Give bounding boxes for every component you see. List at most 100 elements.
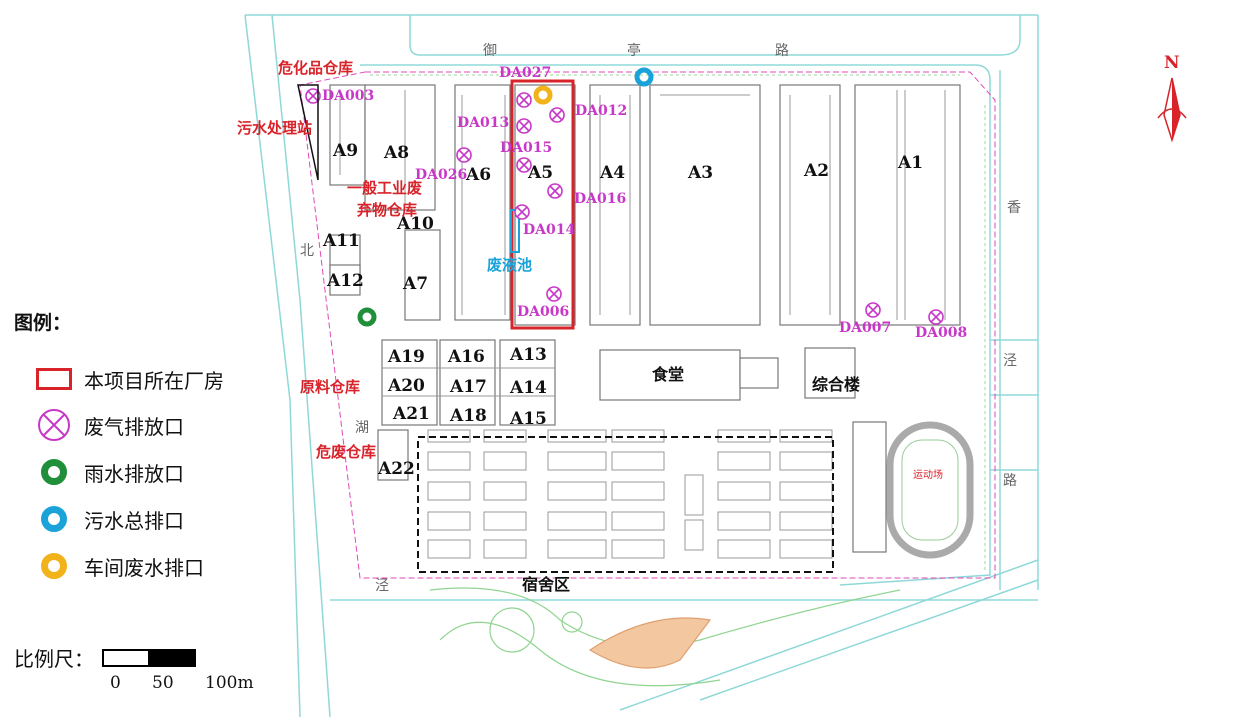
workshop-wastewater-outlet-ring — [533, 85, 553, 105]
building-a4 — [589, 84, 641, 326]
legend-label: 车间废水排口 — [84, 555, 204, 580]
legend-item-exhaust: 废气排放口 — [34, 408, 184, 442]
site-outline — [244, 14, 1039, 717]
blue-ring-icon — [34, 502, 74, 536]
scale-bar-graphic — [102, 648, 196, 667]
label-a20: A20 — [387, 376, 425, 396]
label-a14: A14 — [509, 378, 547, 398]
label-a12: A12 — [326, 271, 364, 291]
label-a6: A6 — [465, 165, 491, 185]
outlet-label-da026: DA026 — [415, 167, 467, 183]
exhaust-outlet-icon — [928, 309, 944, 325]
road-right-2: 泾 — [1003, 353, 1017, 369]
label-a7: A7 — [402, 274, 428, 294]
road-top-3: 路 — [775, 43, 789, 59]
legend-label: 本项目所在厂房 — [84, 368, 224, 393]
label-general-waste-1: 一般工业废 — [347, 179, 422, 197]
outlet-label-da015: DA015 — [500, 140, 552, 156]
outlet-label-da007: DA007 — [839, 320, 891, 336]
scale-tick-100: 100m — [205, 673, 254, 693]
label-a21: A21 — [392, 404, 430, 424]
building-a2 — [779, 84, 841, 326]
rain-outlet-ring — [357, 307, 377, 327]
label-a1: A1 — [897, 153, 923, 173]
exhaust-outlet-icon — [516, 157, 532, 173]
exhaust-outlet-icon — [549, 107, 565, 123]
label-a2: A2 — [803, 161, 829, 181]
scale-tick-50: 50 — [152, 673, 174, 693]
label-a11: A11 — [322, 231, 360, 251]
exhaust-outlets — [305, 88, 944, 325]
exhaust-outlet-icon — [865, 302, 881, 318]
outlet-label-da016: DA016 — [574, 191, 626, 207]
green-ring-icon — [34, 455, 74, 489]
scale-bar: 比例尺： — [14, 643, 196, 672]
building-a16-a18 — [439, 339, 496, 426]
label-dormitory: 宿舍区 — [522, 575, 570, 594]
label-a8: A8 — [383, 143, 409, 163]
label-raw-material: 原料仓库 — [300, 378, 360, 396]
red-rectangle-icon — [34, 362, 74, 396]
label-a18: A18 — [449, 406, 487, 426]
legend-label: 废气排放口 — [84, 414, 184, 439]
road-left-2: 湖 — [355, 420, 369, 436]
road-top-1: 御 — [483, 43, 497, 59]
building-a7 — [404, 229, 441, 321]
playground — [886, 421, 974, 559]
road-right-3: 路 — [1003, 473, 1017, 489]
outlet-label-da014: DA014 — [523, 222, 575, 238]
label-canteen: 食堂 — [651, 365, 684, 384]
exhaust-outlet-icon — [546, 286, 562, 302]
north-arrow-icon: N — [1157, 53, 1187, 143]
legend-item-workshop-outlet: 车间废水排口 — [34, 549, 204, 583]
label-hazchem-warehouse: 危化品仓库 — [278, 59, 353, 77]
road-right-1: 香 — [1007, 200, 1021, 216]
building-a8 — [364, 84, 436, 211]
label-playground: 运动场 — [913, 468, 943, 481]
legend-item-rain-outlet: 雨水排放口 — [34, 455, 184, 489]
canteen-building — [599, 349, 741, 401]
outlet-label-da027: DA027 — [499, 65, 551, 81]
road-hatch — [370, 74, 986, 570]
road-top-2: 亭 — [627, 42, 641, 59]
scale-label: 比例尺： — [14, 647, 94, 671]
road-left-1: 北 — [300, 243, 314, 259]
label-a22: A22 — [377, 459, 415, 479]
outlet-label-da013: DA013 — [457, 115, 509, 131]
road-left-3: 泾 — [375, 578, 389, 594]
label-a5: A5 — [527, 163, 553, 183]
legend-item-sewage-outlet: 污水总排口 — [34, 502, 184, 536]
project-building-highlight — [510, 79, 575, 330]
outlet-label-da012: DA012 — [575, 103, 627, 119]
building-a22 — [377, 429, 409, 481]
complex-building — [804, 347, 856, 399]
outlet-label-da008: DA008 — [915, 325, 967, 341]
exhaust-outlet-icon — [456, 147, 472, 163]
label-a19: A19 — [387, 347, 425, 367]
legend-title: 图例： — [14, 312, 72, 334]
exhaust-outlet-icon — [514, 204, 530, 220]
building-a3 — [649, 84, 761, 326]
building-a6 — [454, 84, 511, 321]
dormitory-blocks — [427, 429, 833, 559]
crossed-circle-icon — [34, 408, 74, 442]
label-hazwaste: 危废仓库 — [316, 443, 376, 461]
sewage-main-outlet-ring — [634, 67, 654, 87]
park-area — [429, 587, 901, 687]
label-a10: A10 — [396, 214, 434, 234]
label-general-waste-2: 弃物仓库 — [357, 201, 417, 219]
exhaust-outlet-icon — [305, 88, 321, 104]
exhaust-outlet-icon — [547, 183, 563, 199]
yellow-ring-icon — [34, 549, 74, 583]
label-a17: A17 — [449, 377, 487, 397]
building-a13-a15 — [499, 339, 556, 426]
label-a15: A15 — [509, 409, 547, 429]
building-a19-a21 — [381, 339, 438, 426]
legend-label: 雨水排放口 — [84, 461, 184, 486]
legend-label: 污水总排口 — [84, 508, 184, 533]
svg-text:N: N — [1164, 53, 1180, 73]
label-waste-pool: 废液池 — [487, 256, 532, 274]
outlet-label-da003: DA003 — [322, 88, 374, 104]
outlet-label-da006: DA006 — [517, 304, 569, 320]
